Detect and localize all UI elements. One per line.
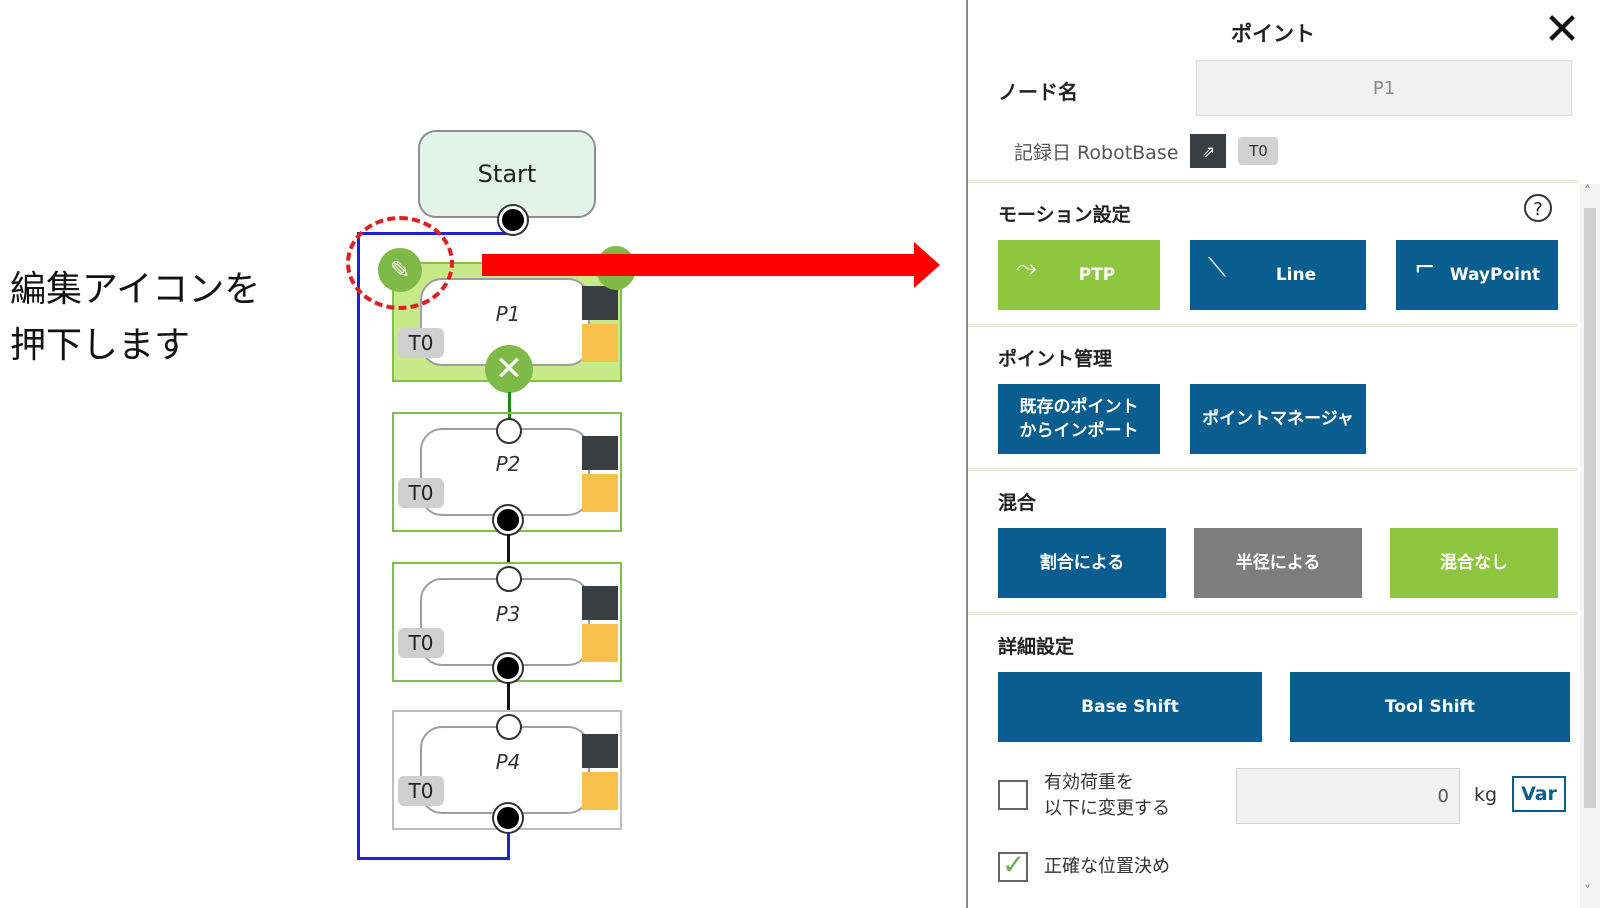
blend-radius-button[interactable]: 半径による: [1194, 528, 1362, 598]
point-manager-button[interactable]: ポイントマネージャ: [1190, 384, 1366, 454]
help-icon[interactable]: ?: [1524, 194, 1552, 222]
node-label: P2: [495, 452, 521, 476]
delete-node-icon[interactable]: ✕: [485, 345, 533, 393]
connector: [507, 682, 510, 712]
highlight-circle: [346, 216, 454, 310]
divider: [968, 468, 1578, 471]
node-body: [420, 726, 590, 814]
pose-icon: [582, 586, 618, 620]
tool-shift-button[interactable]: Tool Shift: [1290, 672, 1570, 742]
point-settings-panel: ポイント ✕ ノード名 記録日 RobotBase ⇗ T0 モーション設定 ?…: [966, 0, 1600, 908]
input-port[interactable]: [496, 418, 522, 444]
path-icon: [582, 772, 618, 810]
path-icon: [582, 624, 618, 662]
precise-positioning-label: 正確な位置決め: [1044, 856, 1170, 877]
divider: [968, 612, 1578, 615]
input-port[interactable]: [496, 566, 522, 592]
record-label: 記録日 RobotBase: [1014, 141, 1179, 164]
flow-canvas: Start P1 T0 ✕ P2 T0 P3 T0 P4 T0: [346, 130, 940, 860]
input-port[interactable]: [496, 714, 522, 740]
motion-waypoint-button[interactable]: ⌐ WayPoint: [1396, 240, 1558, 310]
output-port[interactable]: [494, 654, 522, 682]
blend-section-title: 混合: [998, 492, 1037, 514]
output-port[interactable]: [494, 506, 522, 534]
line-icon: ⟍: [1208, 253, 1227, 283]
instruction-line-2: 押下します: [10, 325, 191, 366]
node-body: [420, 578, 590, 666]
ptp-curve-icon: ⤳: [1016, 253, 1037, 283]
connector: [508, 392, 511, 420]
connector: [507, 534, 510, 564]
robot-base-icon[interactable]: ⇗: [1190, 134, 1227, 168]
red-arrow: [482, 254, 918, 276]
divider: [968, 324, 1578, 327]
payload-input[interactable]: [1236, 768, 1460, 824]
tool-tag: T0: [398, 628, 444, 658]
scroll-down-icon[interactable]: ˅: [1584, 884, 1591, 900]
pose-icon: [582, 436, 618, 470]
payload-checkbox[interactable]: [998, 780, 1028, 810]
divider: [968, 180, 1578, 183]
output-port[interactable]: [494, 804, 522, 832]
node-name-label: ノード名: [998, 80, 1078, 104]
node-name-input[interactable]: [1196, 60, 1572, 116]
red-arrow-head: [914, 242, 940, 288]
point-mgmt-section-title: ポイント管理: [998, 348, 1113, 370]
blend-none-button[interactable]: 混合なし: [1390, 528, 1558, 598]
start-label: Start: [477, 160, 537, 188]
instruction-line-1: 編集アイコンを: [10, 269, 261, 310]
payload-unit: kg: [1474, 784, 1498, 806]
loop-line-bottom: [507, 818, 510, 860]
tool-badge: T0: [1238, 137, 1279, 165]
start-output-port[interactable]: [499, 206, 527, 234]
record-row: 記録日 RobotBase ⇗ T0: [1014, 134, 1279, 168]
tool-tag: T0: [398, 328, 444, 358]
scroll-thumb[interactable]: [1584, 208, 1596, 808]
node-label: P1: [495, 302, 521, 326]
detail-section-title: 詳細設定: [998, 636, 1075, 658]
motion-line-button[interactable]: ⟍ Line: [1190, 240, 1366, 310]
start-node[interactable]: Start: [418, 130, 596, 218]
import-point-button[interactable]: 既存のポイント からインポート: [998, 384, 1160, 454]
instruction-text: 編集アイコンを 押下します: [10, 262, 260, 374]
path-icon: [582, 324, 618, 362]
scroll-up-icon[interactable]: ˄: [1584, 184, 1591, 200]
base-shift-button[interactable]: Base Shift: [998, 672, 1262, 742]
panel-title: ポイント: [1231, 22, 1315, 46]
pose-icon: [582, 286, 618, 320]
scrollbar[interactable]: ˄ ˅: [1580, 184, 1600, 908]
waypoint-icon: ⌐: [1414, 253, 1436, 283]
payload-label: 有効荷重を 以下に変更する: [1044, 772, 1170, 819]
tool-tag: T0: [398, 478, 444, 508]
path-icon: [582, 474, 618, 512]
var-button[interactable]: Var: [1512, 776, 1566, 812]
node-label: P4: [495, 750, 521, 774]
motion-ptp-button[interactable]: ⤳ PTP: [998, 240, 1160, 310]
tool-tag: T0: [398, 776, 444, 806]
node-label: P3: [495, 602, 521, 626]
motion-section-title: モーション設定: [998, 204, 1131, 226]
blend-ratio-button[interactable]: 割合による: [998, 528, 1166, 598]
pose-icon: [582, 734, 618, 768]
close-icon[interactable]: ✕: [1543, 4, 1581, 55]
precise-positioning-checkbox[interactable]: [998, 848, 1028, 882]
